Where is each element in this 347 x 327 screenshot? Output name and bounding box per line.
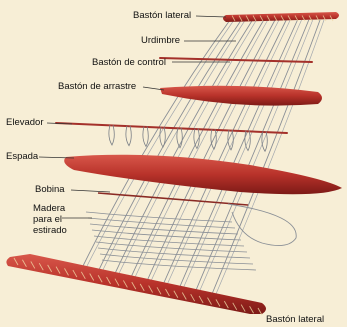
label-baston-control: Bastón de control <box>92 57 166 68</box>
label-urdimbre: Urdimbre <box>141 35 180 46</box>
top-lateral-stick <box>223 12 339 22</box>
label-elevador: Elevador <box>6 117 44 128</box>
label-baston-lateral-top: Bastón lateral <box>133 10 191 21</box>
heddle-rod <box>56 123 287 151</box>
label-madera-line3: estirado <box>33 225 67 236</box>
woven-cloth <box>86 212 256 270</box>
label-bobina: Bobina <box>35 184 65 195</box>
label-madera-line1: Madera <box>33 203 65 214</box>
label-baston-arrastre: Bastón de arrastre <box>58 81 136 92</box>
label-espada: Espada <box>6 151 38 162</box>
shed-stick <box>160 86 322 106</box>
control-stick <box>160 58 312 62</box>
label-baston-lateral-bottom: Bastón lateral <box>266 314 324 325</box>
sword <box>64 155 342 194</box>
label-madera-line2: para el <box>33 214 62 225</box>
